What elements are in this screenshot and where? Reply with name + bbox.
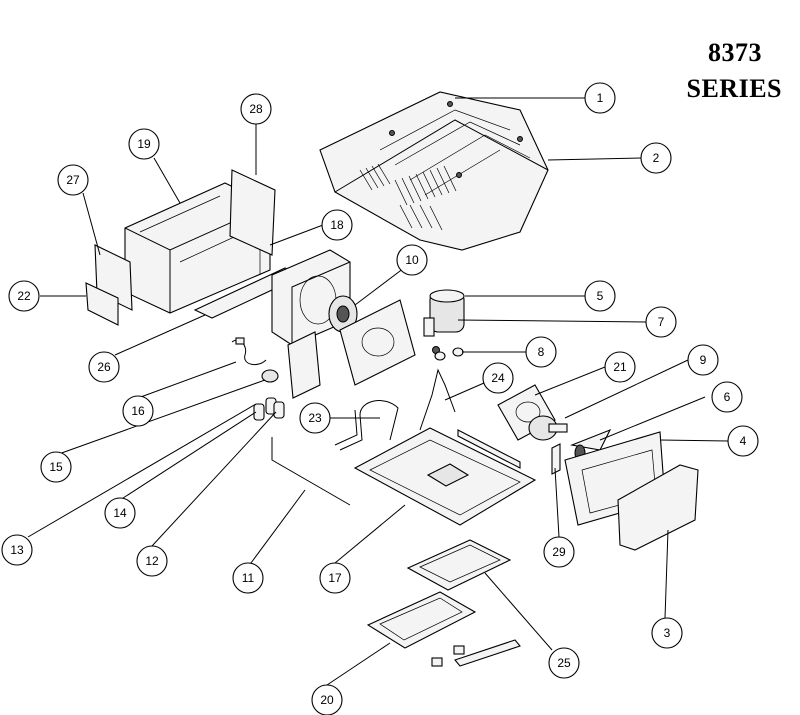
callout-8: 8 — [525, 336, 557, 368]
bracket-29 — [551, 443, 561, 475]
callout-12: 12 — [136, 545, 168, 577]
svg-text:29: 29 — [552, 545, 566, 559]
svg-text:22: 22 — [17, 289, 31, 303]
fan-motor — [528, 415, 568, 441]
callout-10: 10 — [396, 244, 428, 276]
partition-panel — [339, 299, 416, 386]
callouts: 1 2 3 4 5 6 7 8 9 10 11 12 13 14 15 16 1… — [1, 82, 759, 715]
capacitor-relay — [261, 369, 279, 383]
svg-text:12: 12 — [145, 554, 159, 568]
grommets — [434, 347, 464, 361]
wire-11 — [271, 437, 351, 506]
svg-text:9: 9 — [700, 353, 707, 367]
svg-text:26: 26 — [97, 360, 111, 374]
callout-13: 13 — [1, 534, 33, 566]
rail — [457, 429, 521, 469]
svg-text:28: 28 — [249, 102, 263, 116]
compressor — [423, 289, 465, 354]
svg-text:27: 27 — [66, 173, 80, 187]
callout-23: 23 — [299, 402, 331, 434]
mounting-strip — [431, 639, 521, 667]
callout-27: 27 — [57, 164, 89, 196]
svg-text:20: 20 — [320, 693, 334, 707]
svg-text:18: 18 — [330, 218, 344, 232]
callout-28: 28 — [240, 93, 272, 125]
callout-20: 20 — [311, 684, 343, 715]
svg-text:17: 17 — [328, 571, 342, 585]
callout-11: 11 — [232, 562, 264, 594]
model-number: 8373 — [708, 38, 762, 67]
leader-lines — [27, 97, 729, 686]
callout-19: 19 — [128, 128, 160, 160]
svg-text:1: 1 — [597, 91, 604, 105]
capacitors — [253, 397, 285, 421]
ceiling-template — [406, 539, 512, 591]
callout-29: 29 — [543, 536, 575, 568]
callout-5: 5 — [584, 280, 616, 312]
svg-text:14: 14 — [113, 506, 127, 520]
svg-text:3: 3 — [664, 626, 671, 640]
callout-6: 6 — [711, 381, 743, 413]
callout-25: 25 — [548, 647, 580, 679]
shroud-cover — [319, 91, 549, 251]
control-bracket — [287, 331, 321, 399]
callout-4: 4 — [727, 425, 759, 457]
svg-text:24: 24 — [491, 371, 505, 385]
svg-text:2: 2 — [653, 151, 660, 165]
series-label: SERIES — [686, 74, 782, 103]
svg-text:5: 5 — [597, 289, 604, 303]
callout-3: 3 — [651, 617, 683, 649]
callout-15: 15 — [40, 451, 72, 483]
svg-text:23: 23 — [308, 411, 322, 425]
panel-28 — [229, 169, 276, 256]
svg-text:6: 6 — [724, 390, 731, 404]
side-panel-22 — [85, 282, 119, 326]
svg-text:8: 8 — [538, 345, 545, 359]
ceiling-frame — [366, 591, 477, 649]
svg-text:19: 19 — [137, 137, 151, 151]
svg-text:25: 25 — [557, 656, 571, 670]
callout-21: 21 — [604, 351, 636, 383]
svg-text:11: 11 — [242, 571, 255, 585]
svg-text:13: 13 — [10, 543, 24, 557]
base-pan — [353, 427, 537, 526]
callout-16: 16 — [122, 395, 154, 427]
callout-2: 2 — [640, 142, 672, 174]
svg-text:4: 4 — [740, 434, 747, 448]
wire-harness — [231, 337, 267, 366]
condenser-coil — [617, 464, 699, 551]
callout-22: 22 — [8, 280, 40, 312]
callout-18: 18 — [321, 209, 353, 241]
callout-7: 7 — [645, 306, 677, 338]
svg-text:21: 21 — [613, 360, 627, 374]
callout-24: 24 — [482, 362, 514, 394]
callout-17: 17 — [319, 562, 351, 594]
callout-1: 1 — [584, 82, 616, 114]
svg-text:15: 15 — [49, 460, 63, 474]
callout-9: 9 — [687, 344, 719, 376]
svg-text:16: 16 — [131, 404, 145, 418]
callout-26: 26 — [88, 351, 120, 383]
svg-text:7: 7 — [658, 315, 665, 329]
callout-14: 14 — [104, 497, 136, 529]
svg-text:10: 10 — [405, 253, 419, 267]
